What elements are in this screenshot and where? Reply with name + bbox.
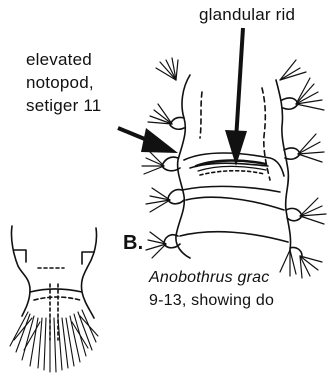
setae-right [280,60,326,278]
caption-species: Anobothrus grac [149,266,274,289]
setae-left [142,58,178,258]
arrow-notopod [118,128,178,153]
label-elevated-notopod: elevated notopod, setiger 11 [26,48,146,117]
label-notopod-line-2: notopod, [26,71,146,94]
label-glandular-ridge: glandular rid [199,5,295,25]
posterior-setae [10,310,98,372]
figure-caption: Anobothrus grac 9-13, showing do [149,266,274,312]
main-body-drawing [162,75,302,258]
label-notopod-line-1: elevated [26,48,146,71]
panel-letter: B. [123,232,143,255]
caption-text: 9-13, showing do [149,289,274,312]
label-notopod-line-3: setiger 11 [26,94,146,117]
arrow-glandular-ridge [225,28,247,166]
